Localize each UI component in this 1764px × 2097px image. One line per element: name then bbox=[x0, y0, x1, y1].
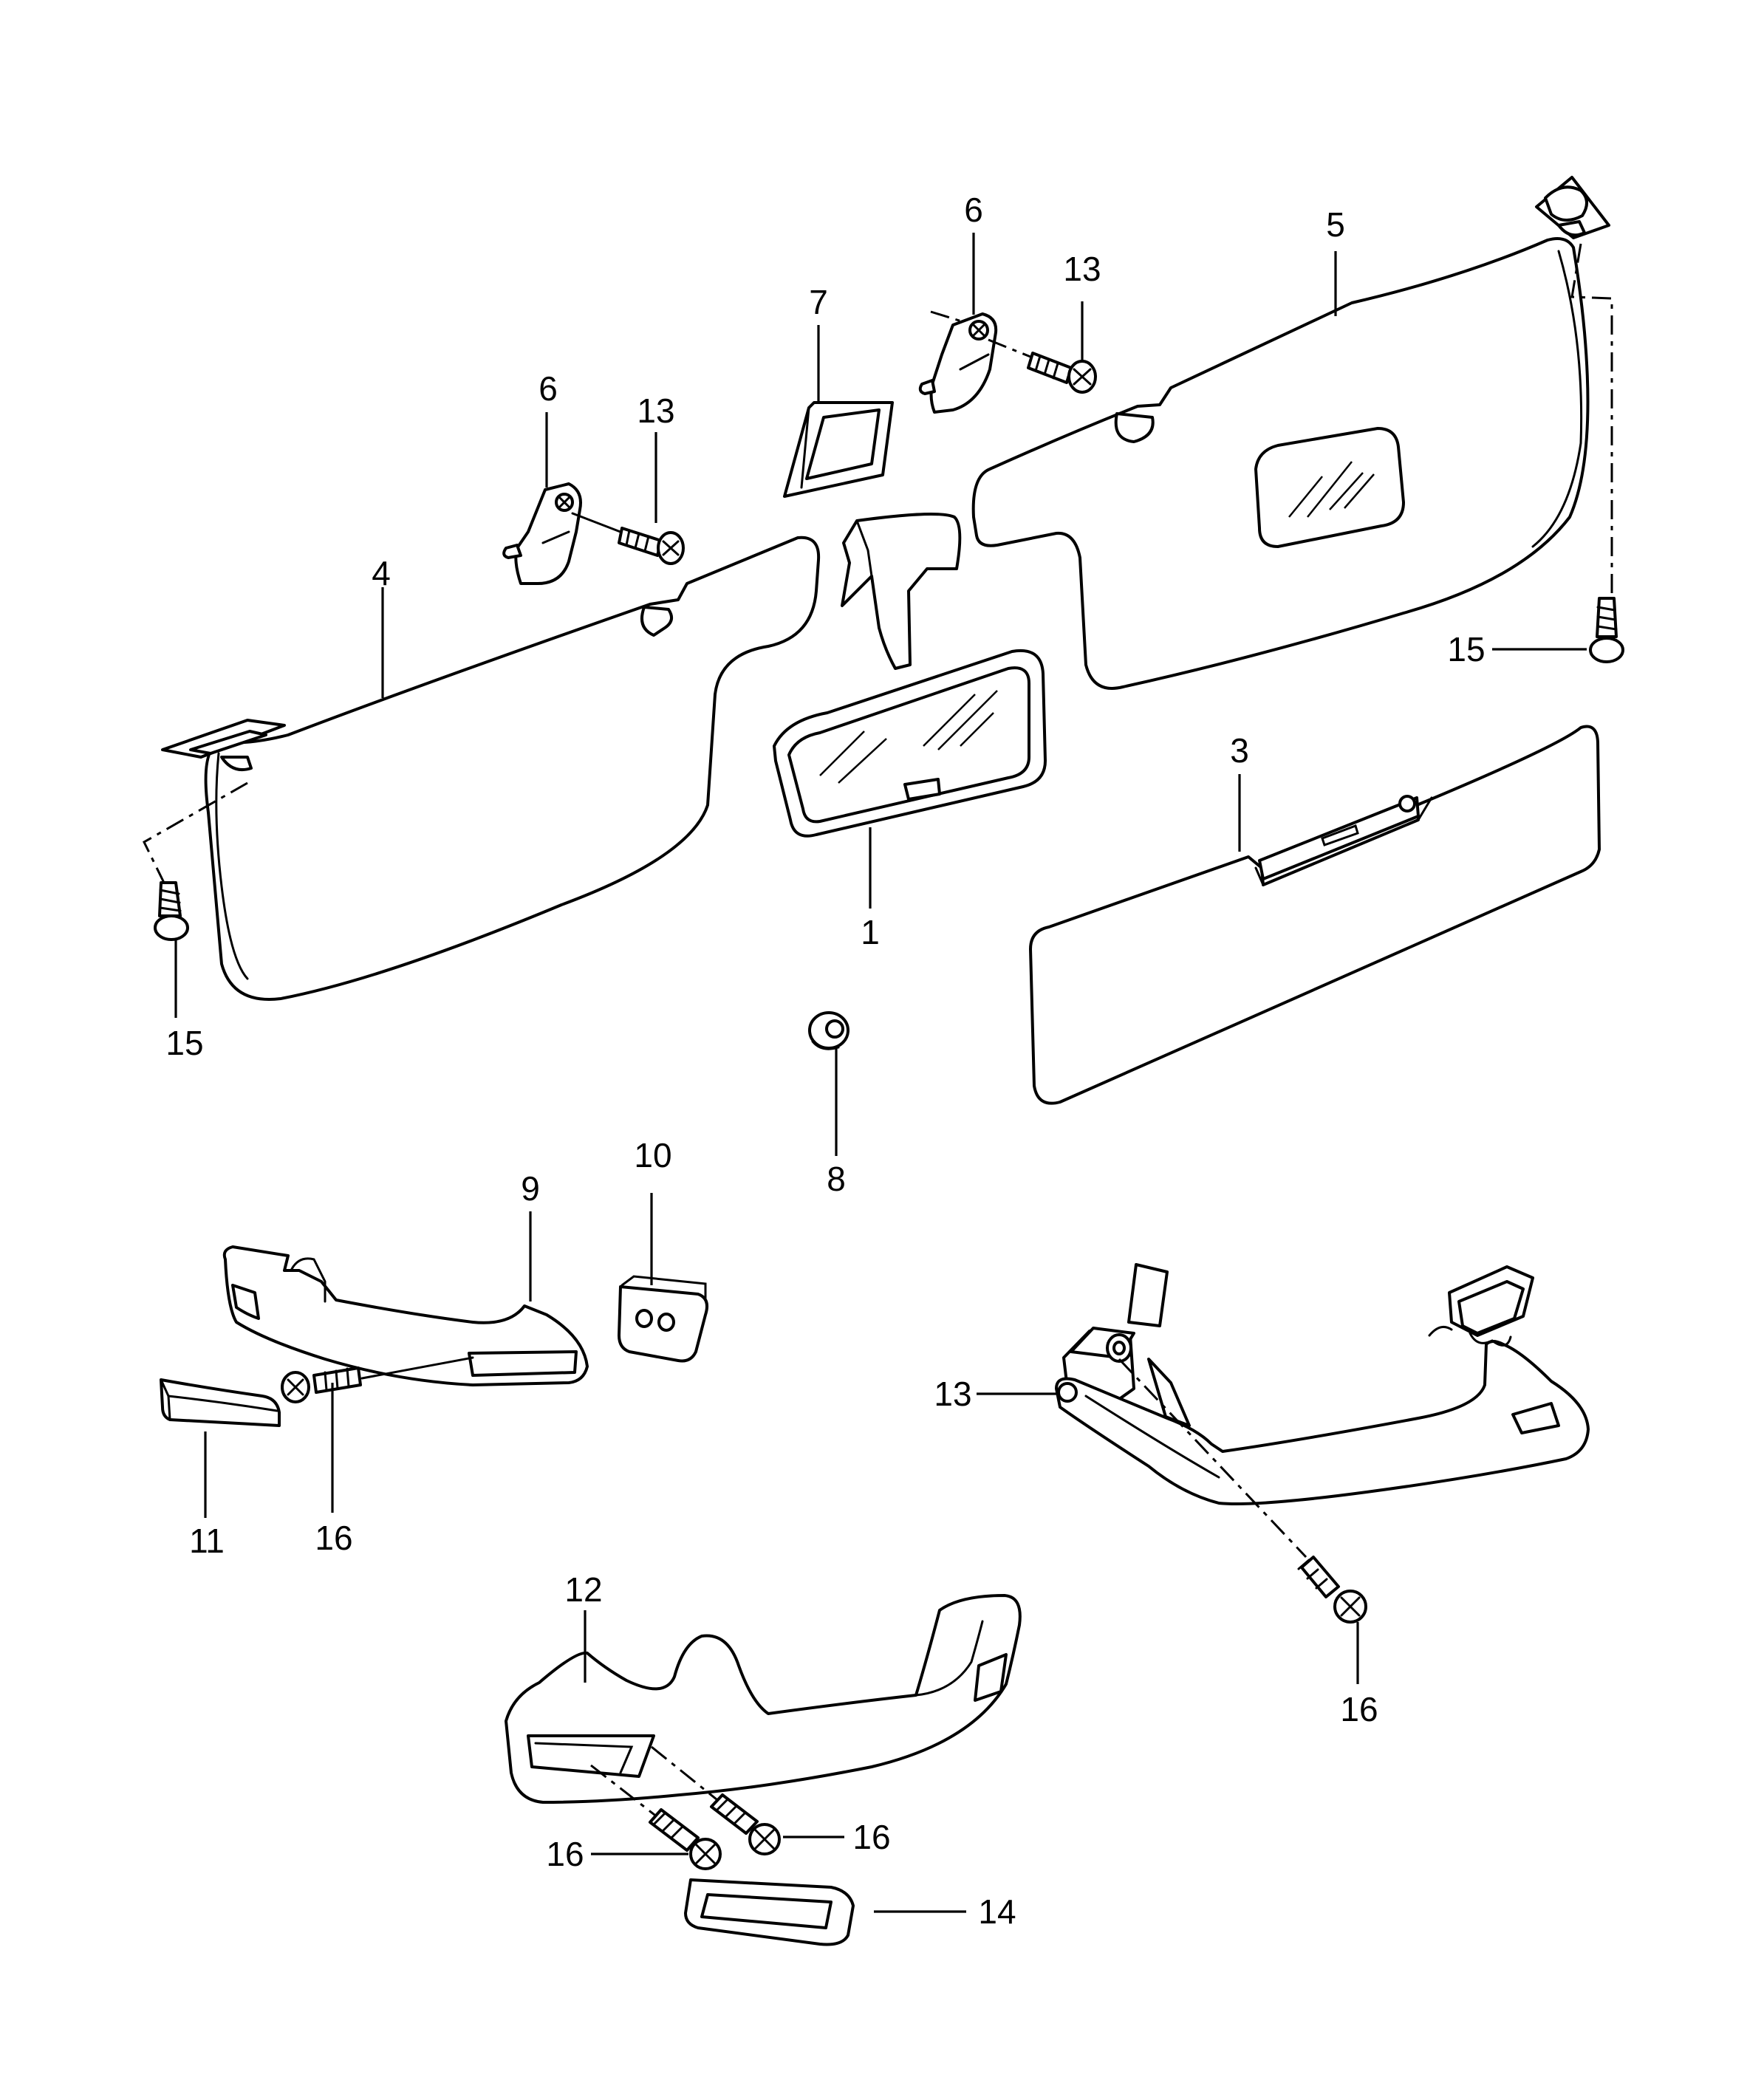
callout-3: 3 bbox=[1230, 731, 1249, 770]
screw-15-right bbox=[1589, 597, 1624, 663]
grab-handle-12 bbox=[505, 1594, 1022, 1804]
clip-cover bbox=[783, 401, 894, 498]
callout-16-handle-12-right: 16 bbox=[852, 1818, 890, 1856]
callout-15-right: 15 bbox=[1447, 630, 1485, 668]
callout-9: 9 bbox=[521, 1169, 540, 1208]
callout-6-right: 6 bbox=[964, 191, 983, 229]
callout-16-folding-handle: 16 bbox=[1340, 1690, 1378, 1728]
callout-10: 10 bbox=[634, 1136, 671, 1174]
callout-12: 12 bbox=[564, 1570, 602, 1609]
visor-cover-panel bbox=[1029, 725, 1601, 1105]
callout-1: 1 bbox=[861, 913, 880, 951]
screw-16-handle-9 bbox=[281, 1356, 474, 1403]
screw-16-folding-handle bbox=[1118, 1358, 1367, 1624]
callout-14: 14 bbox=[978, 1892, 1016, 1931]
spacer-10 bbox=[618, 1275, 708, 1363]
screw-16-handle-12-left bbox=[590, 1764, 722, 1870]
screw-15-left bbox=[154, 881, 189, 941]
callout-13-right: 13 bbox=[1063, 250, 1101, 288]
callout-5: 5 bbox=[1326, 205, 1345, 244]
callout-16-handle-12-left: 16 bbox=[546, 1835, 584, 1873]
interior-mirror bbox=[773, 513, 1047, 838]
callout-13-left: 13 bbox=[637, 391, 674, 430]
mount-bracket-6-left bbox=[502, 482, 582, 585]
screw-13-right bbox=[988, 338, 1097, 394]
callout-labels: 1 3 4 5 6 6 7 8 9 10 11 12 13 13 13 14 1… bbox=[165, 191, 1485, 1931]
right-sun-visor bbox=[971, 176, 1613, 690]
mount-bracket-6-right bbox=[918, 310, 998, 414]
washer-buffer bbox=[808, 1011, 849, 1050]
cover-cap-14 bbox=[684, 1878, 855, 1946]
screw-16-handle-12-right bbox=[651, 1745, 781, 1855]
left-sun-visor bbox=[143, 536, 821, 1001]
callout-8: 8 bbox=[827, 1160, 846, 1198]
grab-handle-9 bbox=[222, 1245, 589, 1386]
callout-6-left: 6 bbox=[539, 369, 558, 408]
callout-4: 4 bbox=[372, 554, 391, 592]
cap-11 bbox=[160, 1378, 281, 1427]
callout-15-left: 15 bbox=[165, 1024, 203, 1062]
folding-grab-handle bbox=[1055, 1263, 1590, 1505]
leader-lines bbox=[174, 233, 1587, 1913]
callout-16-handle-9: 16 bbox=[315, 1519, 352, 1557]
screw-13-left bbox=[571, 512, 685, 565]
callout-11: 11 bbox=[189, 1522, 225, 1560]
callout-7: 7 bbox=[809, 283, 828, 321]
callout-13-bottom: 13 bbox=[934, 1375, 971, 1413]
